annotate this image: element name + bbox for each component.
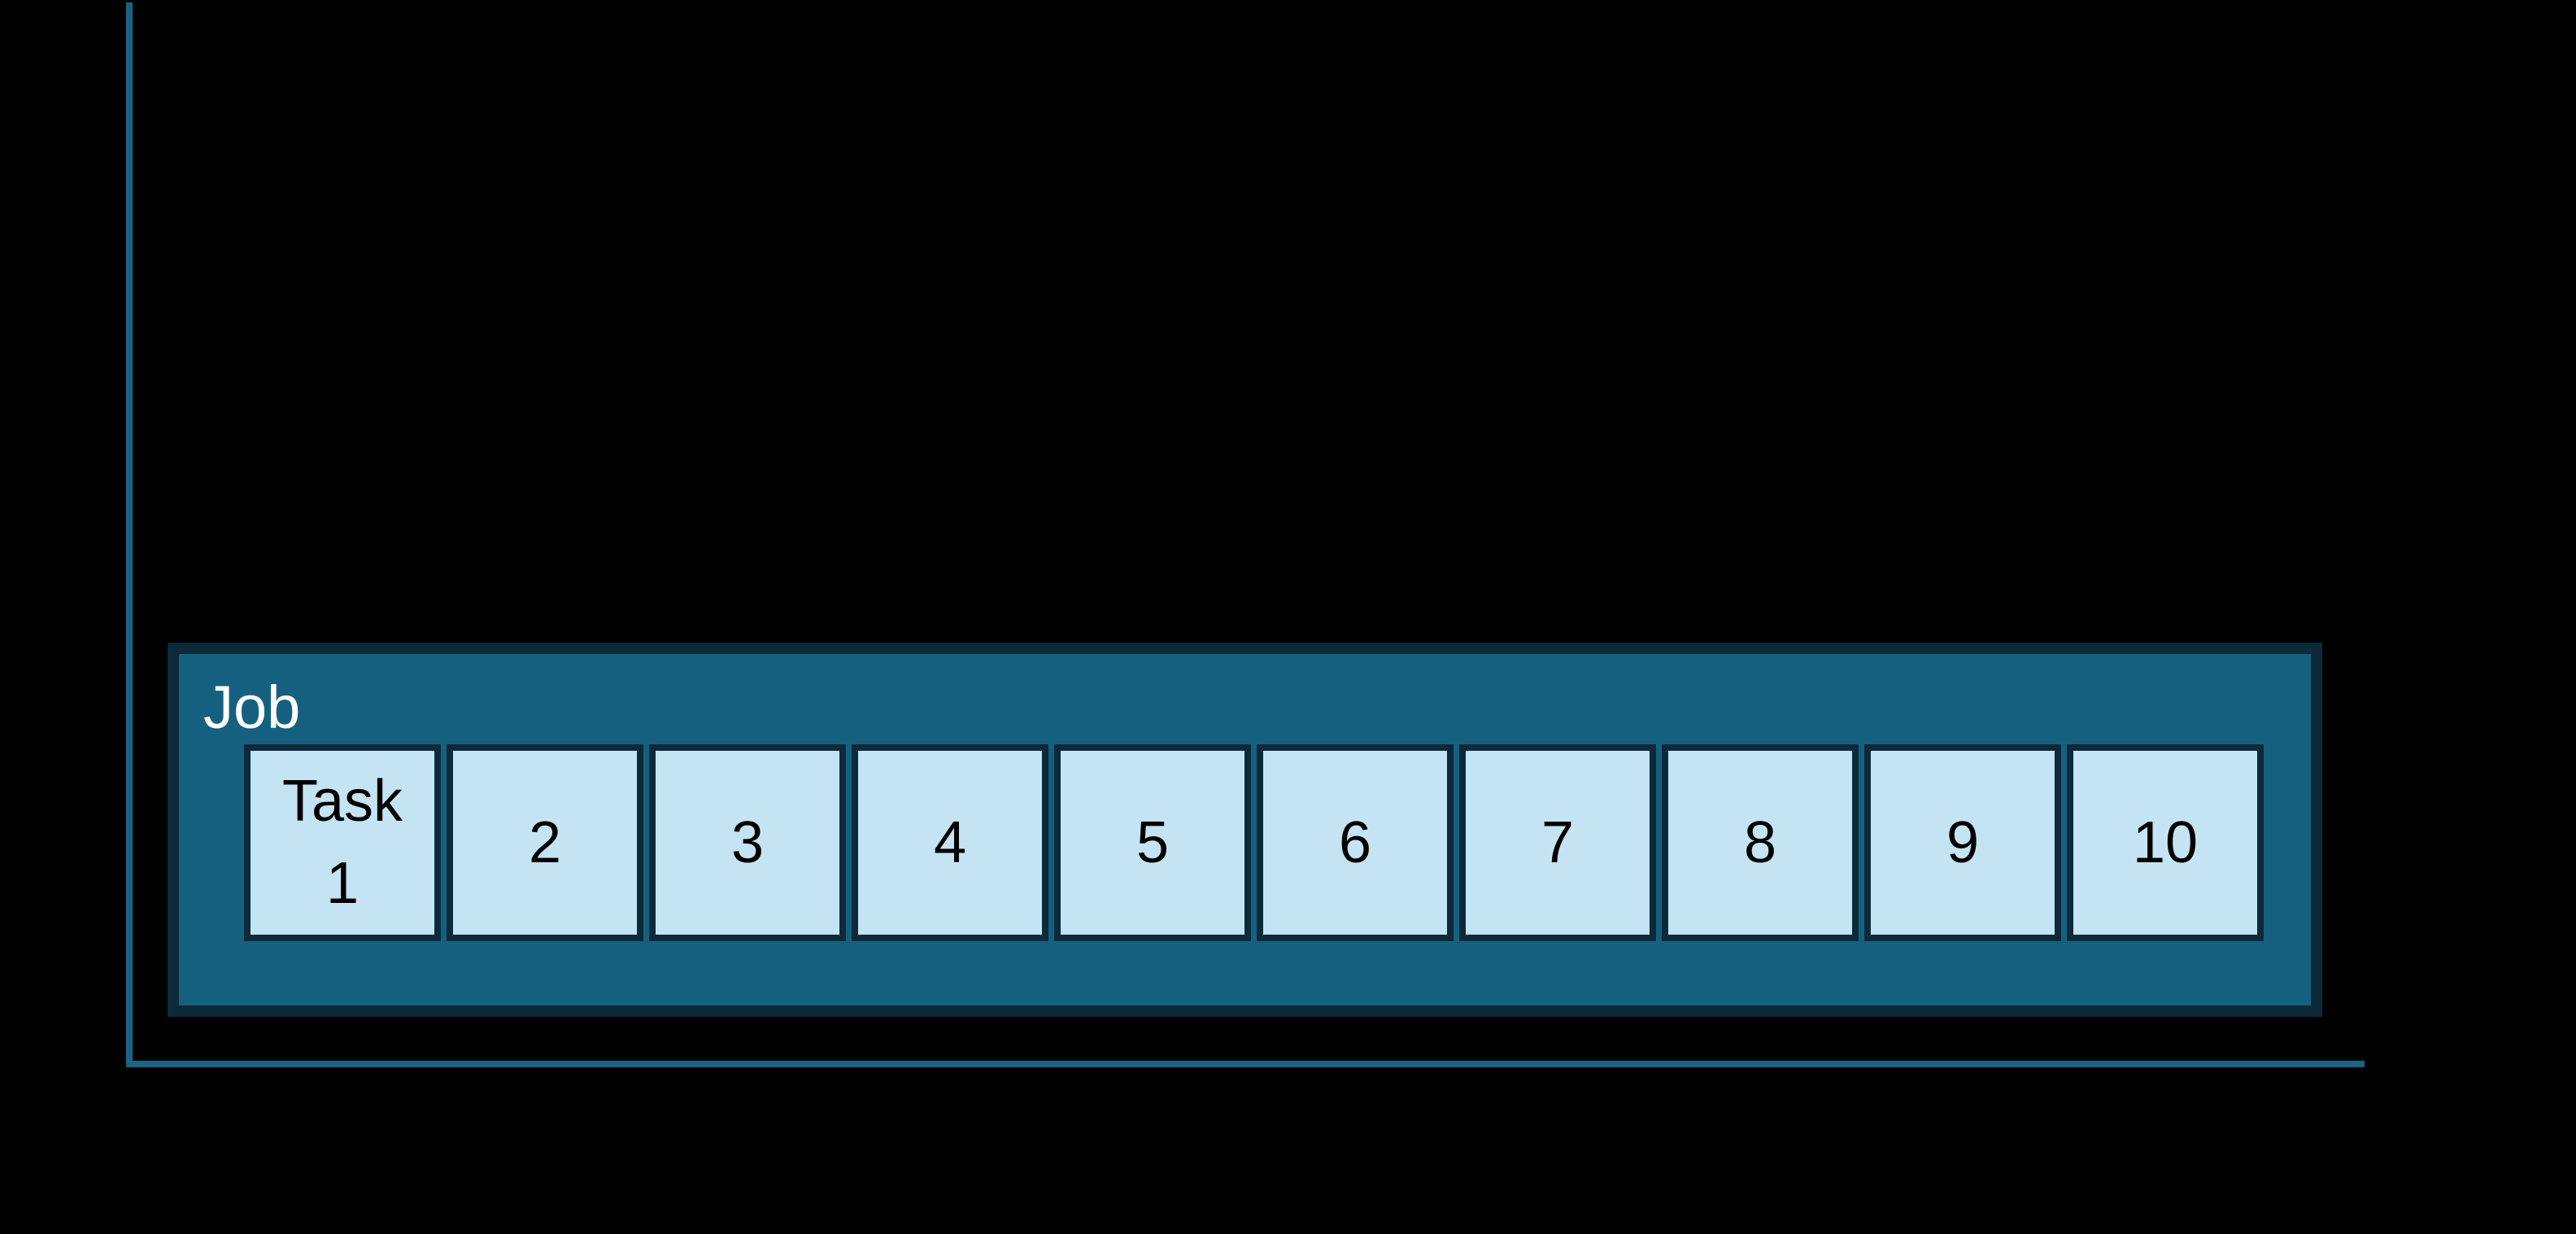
- task-label-2: 2: [528, 809, 562, 875]
- left-axis-line: [126, 2, 133, 1067]
- task-box-8: 8: [1662, 744, 1859, 941]
- task-box-2: 2: [447, 744, 643, 941]
- task-box-5: 5: [1054, 744, 1251, 941]
- task-label-1: Task 1: [281, 769, 403, 916]
- task-row: Task 1 2 3 4 5 6 7 8 9 10: [244, 744, 2264, 941]
- task-label-6: 6: [1338, 809, 1372, 875]
- job-label: Job: [203, 674, 301, 741]
- task-box-9: 9: [1864, 744, 2061, 941]
- task-label-3: 3: [730, 809, 765, 875]
- task-box-1: Task 1: [244, 744, 441, 941]
- task-label-9: 9: [1946, 809, 1980, 875]
- bottom-axis-line: [128, 1061, 2365, 1067]
- task-label-8: 8: [1743, 809, 1777, 875]
- task-box-10: 10: [2067, 744, 2264, 941]
- task-label-5: 5: [1135, 809, 1170, 875]
- task-box-3: 3: [649, 744, 846, 941]
- task-label-7: 7: [1541, 809, 1575, 875]
- task-box-6: 6: [1257, 744, 1454, 941]
- task-box-7: 7: [1459, 744, 1656, 941]
- task-label-4: 4: [933, 809, 967, 875]
- job-container: Job Task 1 2 3 4 5 6 7 8 9 10: [168, 643, 2322, 1017]
- task-box-4: 4: [852, 744, 1048, 941]
- task-label-10: 10: [2132, 809, 2199, 875]
